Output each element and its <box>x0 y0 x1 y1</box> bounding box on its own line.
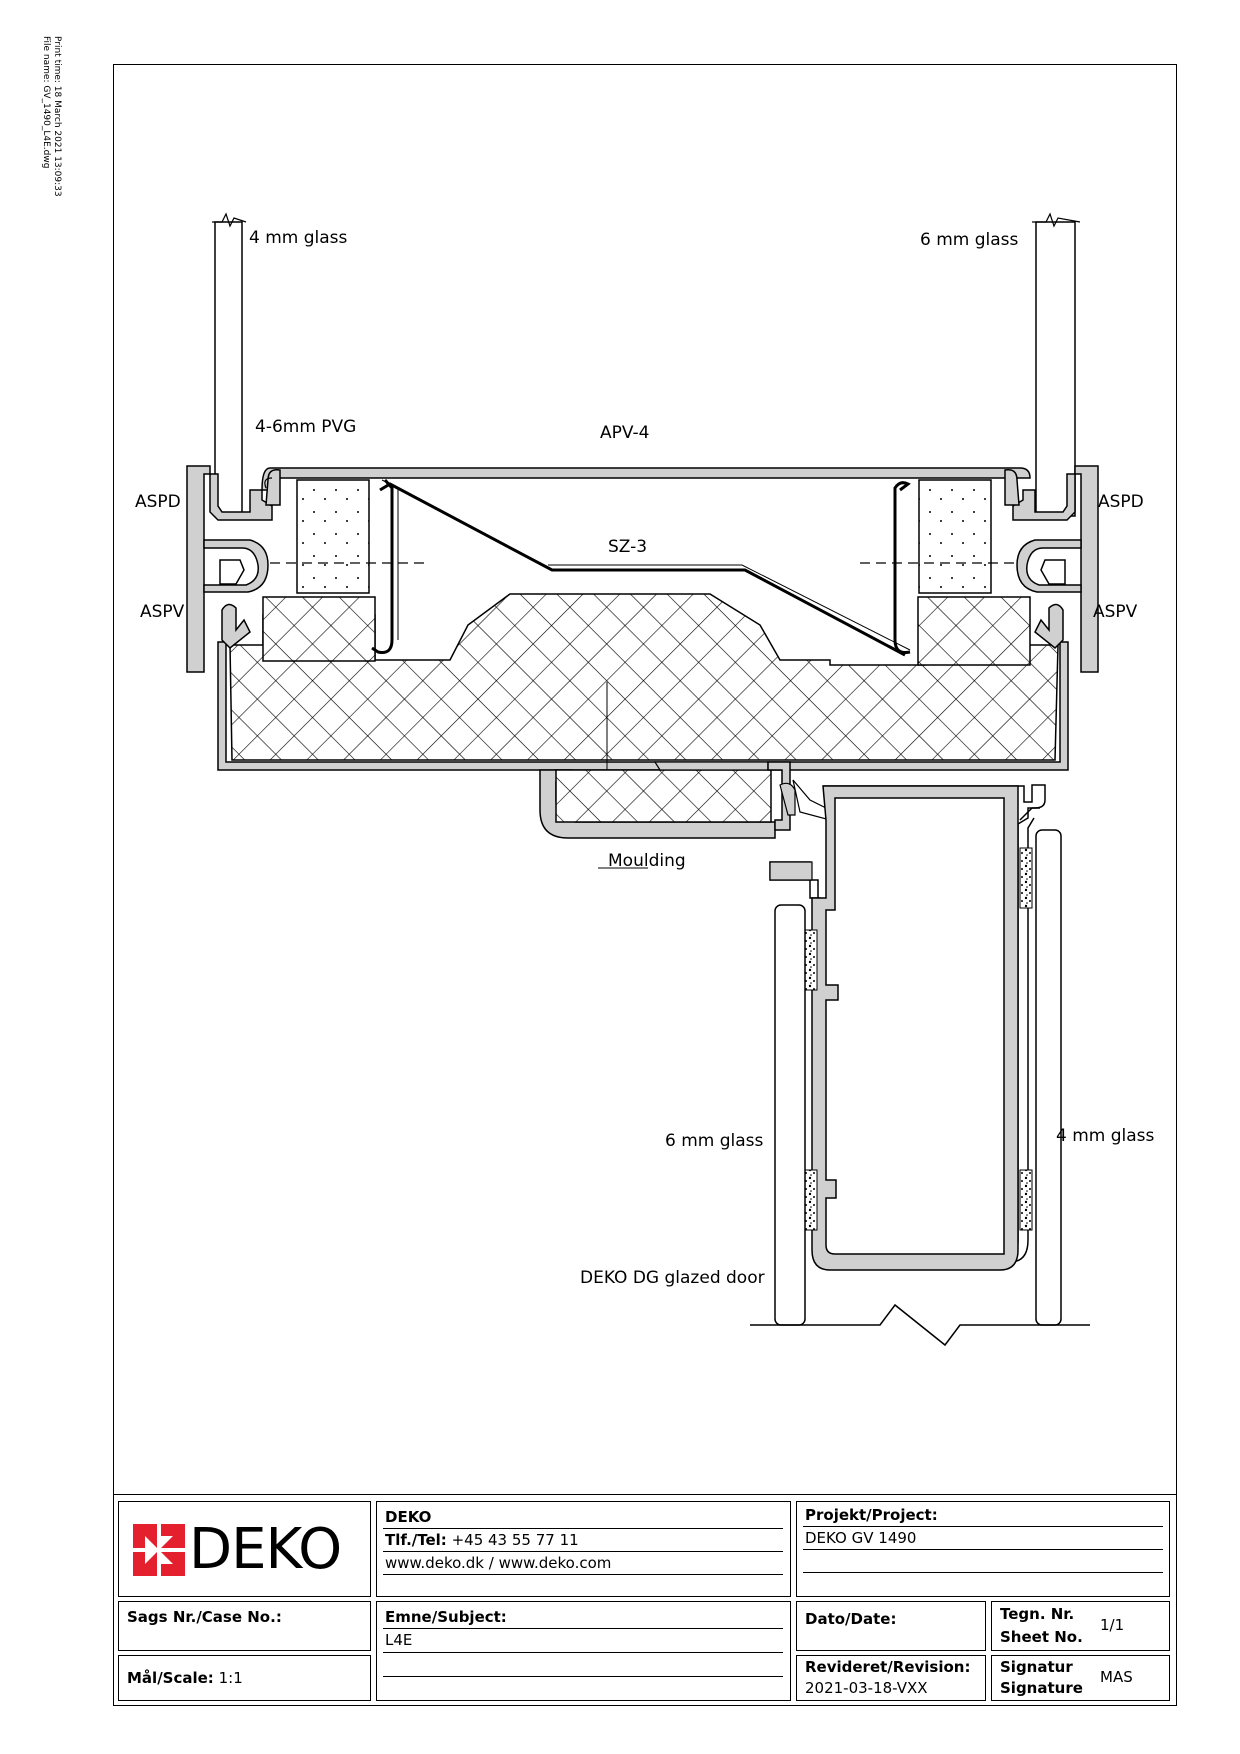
print-time: Print time: 18 March 2021 13:09:33 <box>52 36 62 197</box>
spacer-left <box>296 479 370 594</box>
signature-label-1: Signatur <box>1000 1658 1073 1676</box>
door-frame-profile <box>767 761 1046 1271</box>
aspd-aspv-right <box>1004 465 1099 673</box>
signature-label-2: Signature <box>1000 1679 1083 1697</box>
revision-cell: Revideret/Revision: 2021-03-18-VXX <box>796 1655 986 1701</box>
label-aspv-left: ASPV <box>140 602 185 622</box>
website: www.deko.dk / www.deko.com <box>385 1554 612 1572</box>
sheet-label-1: Tegn. Nr. <box>1000 1605 1075 1623</box>
label-4mm-glass-top: 4 mm glass <box>249 228 348 248</box>
insulation-left-block <box>262 596 376 662</box>
insulation-right-block <box>917 596 1031 666</box>
label-aspd-right: ASPD <box>1098 492 1144 512</box>
project-value: DEKO GV 1490 <box>805 1529 917 1547</box>
label-aspv-right: ASPV <box>1093 602 1138 622</box>
break-line <box>750 1303 1090 1347</box>
door-glass-6mm <box>774 904 806 1326</box>
subject-cell: Emne/Subject: L4E <box>376 1601 791 1701</box>
glass-pane-left-top <box>212 212 247 517</box>
door-seal-lower-right <box>1019 1169 1033 1231</box>
glass-pane-right-top <box>1032 212 1081 517</box>
label-6mm-glass-door: 6 mm glass <box>665 1131 764 1151</box>
label-apv: APV-4 <box>600 423 649 443</box>
subject-label: Emne/Subject: <box>385 1608 507 1626</box>
date-cell: Dato/Date: <box>796 1601 986 1651</box>
sheet-label-2: Sheet No. <box>1000 1628 1083 1646</box>
scale-cell: Mål/Scale: 1:1 <box>118 1655 371 1701</box>
scale-label: Mål/Scale: <box>127 1669 214 1687</box>
moulding-profile <box>539 761 776 839</box>
subject-value: L4E <box>385 1631 413 1649</box>
sheet-value: 1/1 <box>1100 1616 1125 1634</box>
label-sz3: SZ-3 <box>608 537 647 557</box>
revision-value: 2021-03-18-VXX <box>805 1679 928 1697</box>
signature-cell: Signatur Signature MAS <box>991 1655 1170 1701</box>
company-cell: DEKO Tlf./Tel: +45 43 55 77 11 www.deko.… <box>376 1501 791 1597</box>
file-name: File name: GV_1490_L4E.dwg <box>41 36 51 169</box>
drawing-frame <box>113 64 1177 1706</box>
phone-line: Tlf./Tel: +45 43 55 77 11 <box>385 1531 579 1549</box>
signature-value: MAS <box>1100 1668 1133 1686</box>
case-cell: Sags Nr./Case No.: <box>118 1601 371 1651</box>
door-seal-lower-left <box>804 1169 818 1231</box>
sheet-cell: Tegn. Nr. Sheet No. 1/1 <box>991 1601 1170 1651</box>
date-label: Dato/Date: <box>805 1610 897 1628</box>
project-cell: Projekt/Project: DEKO GV 1490 <box>796 1501 1170 1597</box>
spacer-right <box>918 479 992 594</box>
logo-cell: DEKO <box>118 1501 371 1597</box>
company-name: DEKO <box>385 1508 432 1526</box>
door-seal-upper-left <box>804 929 818 991</box>
aspd-aspv-left <box>186 465 281 673</box>
case-label: Sags Nr./Case No.: <box>127 1608 282 1626</box>
sz3-spring <box>371 479 911 657</box>
deko-logo-icon <box>133 1524 185 1576</box>
door-seal-upper-right <box>1019 847 1033 909</box>
phone-value: +45 43 55 77 11 <box>451 1531 579 1549</box>
scale-line: Mål/Scale: 1:1 <box>127 1669 243 1687</box>
label-door: DEKO DG glazed door <box>580 1268 765 1288</box>
label-pvg: 4-6mm PVG <box>255 417 356 437</box>
revision-label: Revideret/Revision: <box>805 1658 971 1676</box>
apv-profile <box>261 467 1031 491</box>
label-aspd-left: ASPD <box>135 492 181 512</box>
logo-text: DEKO <box>189 1517 342 1582</box>
scale-value: 1:1 <box>218 1669 243 1687</box>
project-label: Projekt/Project: <box>805 1506 938 1524</box>
print-info: Print time: 18 March 2021 13:09:33 File … <box>22 36 62 236</box>
label-moulding: Moulding <box>608 851 686 871</box>
title-block: DEKO DEKO Tlf./Tel: +45 43 55 77 11 www.… <box>113 1494 1177 1706</box>
door-glass-4mm <box>1035 829 1062 1326</box>
label-4mm-glass-door: 4 mm glass <box>1056 1126 1155 1146</box>
phone-label: Tlf./Tel: <box>385 1531 447 1549</box>
label-6mm-glass-top: 6 mm glass <box>920 230 1019 250</box>
